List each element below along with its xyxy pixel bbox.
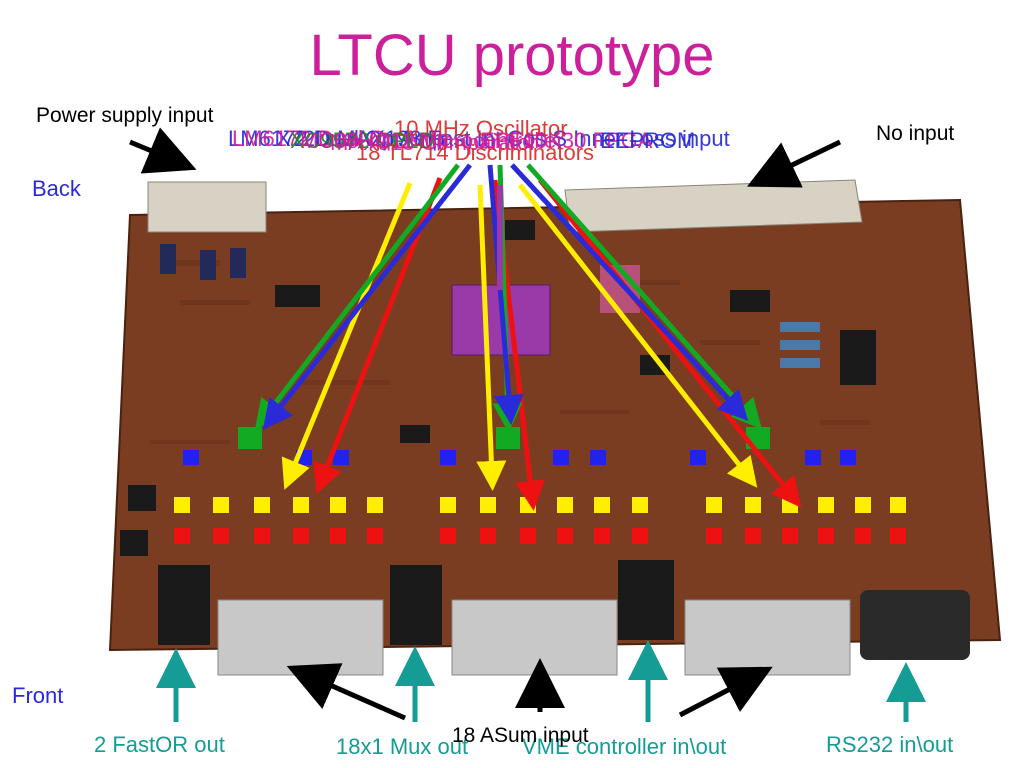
resistor — [780, 358, 820, 368]
component-label: XC9572 CPLD — [290, 128, 435, 153]
chip — [730, 290, 770, 312]
chip — [275, 285, 320, 307]
resistor — [780, 340, 820, 350]
vme-controller-label: VME controller in\out — [522, 734, 727, 759]
arrow-icon — [526, 163, 762, 430]
rj45-connector — [390, 565, 442, 645]
ribbon-connector — [684, 599, 851, 676]
arrow-icon — [538, 178, 802, 508]
resistor — [780, 322, 820, 332]
capacitor — [230, 248, 246, 278]
power-connector — [147, 181, 267, 233]
page-title: LTCU prototype — [309, 23, 715, 88]
back-label: Back — [32, 176, 81, 201]
arrow-icon — [262, 163, 472, 430]
chip — [128, 485, 156, 511]
arrow-icon — [129, 127, 197, 174]
db9-connector — [860, 590, 970, 660]
component-label: LM6172 Dual Op Amp — [228, 126, 445, 151]
red-markers — [174, 528, 906, 544]
arrow-icon — [678, 666, 773, 718]
rj45-connector — [158, 565, 210, 645]
component-label: EEPROM — [600, 128, 696, 153]
ribbon-connector — [451, 599, 618, 676]
component-label: EPF10K30 FPGA — [480, 128, 653, 153]
arrow-icon — [510, 163, 749, 422]
component-label: MAX913 Comparator — [330, 130, 537, 155]
callout-arrows — [254, 163, 802, 511]
arrow-icon — [746, 139, 842, 188]
chip — [120, 530, 148, 556]
chip — [505, 220, 535, 240]
black-arrows — [129, 127, 842, 721]
chip — [840, 330, 876, 385]
power-supply-label: Power supply input — [36, 104, 214, 127]
teal-arrows — [156, 640, 926, 722]
component-label: 18 TL714 Discriminators — [356, 140, 595, 165]
arrow-icon — [476, 184, 507, 491]
arrow-icon — [286, 663, 407, 721]
asum-input-label: 18 ASum input — [452, 724, 589, 747]
rj45-connector — [618, 560, 674, 640]
component-label: X72D MAX193 Fast Int Cos S Inner Loss in… — [276, 126, 730, 151]
component-label: MC68HC11 Microcontroller — [300, 128, 564, 153]
arrow-icon — [254, 163, 460, 430]
ribbon-connector — [217, 599, 384, 676]
component-label: 10 MHz Oscillator — [394, 116, 568, 141]
chip — [400, 425, 430, 443]
fastor-out-label: 2 FastOR out — [94, 732, 225, 757]
arrow-icon — [518, 183, 758, 488]
capacitor — [200, 250, 216, 280]
mux-out-label: 18x1 Mux out — [336, 734, 469, 759]
no-input-label: No input — [876, 122, 955, 145]
front-label: Front — [12, 683, 64, 708]
rs232-label: RS232 in\out — [826, 732, 954, 757]
arrow-icon — [281, 182, 413, 490]
component-label: LM6172 Dual Op Amp — [232, 126, 449, 151]
capacitor — [160, 244, 176, 274]
oscillator-chip — [600, 265, 640, 313]
